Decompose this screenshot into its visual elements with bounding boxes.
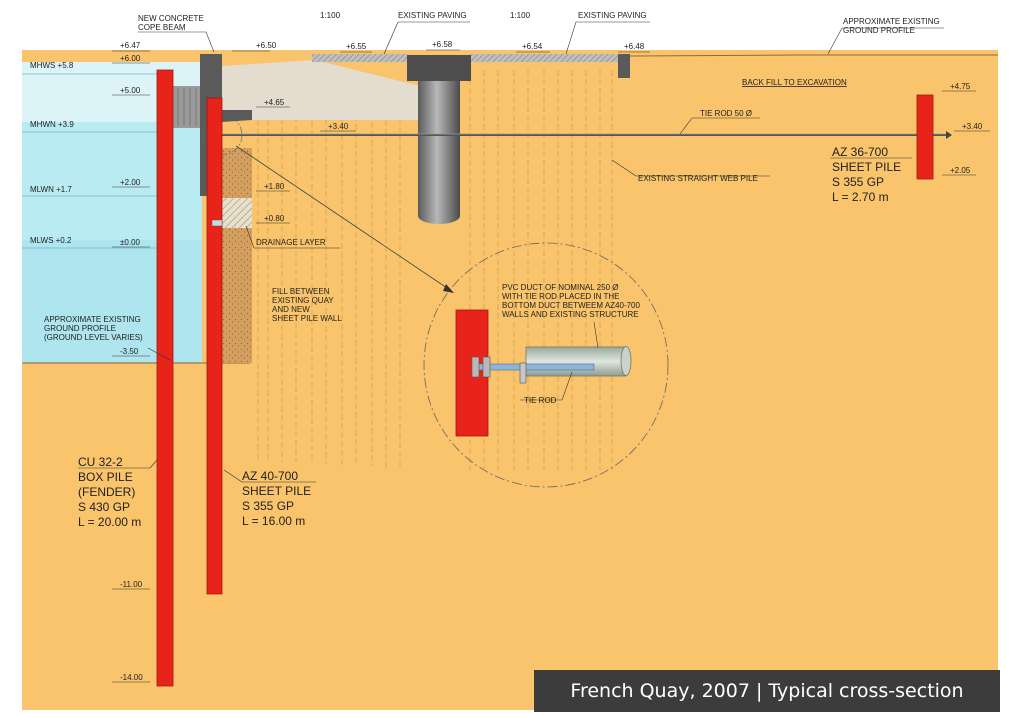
- level-654: +6.54: [522, 42, 543, 51]
- level-180: +1.80: [264, 182, 285, 191]
- existing-cylinder-pile: [418, 81, 460, 224]
- box-pile[interactable]: [156, 69, 174, 687]
- detail-leader-arrow: [443, 284, 454, 293]
- level-1400: -14.00: [120, 673, 143, 682]
- label-paving-2: EXISTING PAVING: [578, 11, 647, 20]
- level-655: +6.55: [346, 42, 367, 51]
- box-pile-label: CU 32-2 BOX PILE (FENDER) S 430 GP L = 2…: [78, 455, 158, 529]
- level-600: +6.00: [120, 54, 141, 63]
- cope-beam-block: [172, 86, 200, 128]
- ground-profile-right: [629, 54, 998, 57]
- svg-text:BOX PILE: BOX PILE: [78, 470, 133, 484]
- level-000: ±0.00: [120, 238, 141, 247]
- svg-text:L = 16.00 m: L = 16.00 m: [242, 514, 305, 528]
- detail-nut-plate: [482, 356, 491, 378]
- level-340b: +3.40: [962, 122, 983, 131]
- tide-lines: [22, 73, 160, 249]
- label-fill-3: AND NEW: [272, 305, 310, 314]
- fill-lower: [222, 228, 252, 363]
- scale-1: 1:100: [320, 11, 341, 20]
- tide-mlws: MLWS +0.2: [30, 236, 72, 245]
- svg-text:AZ 36-700: AZ 36-700: [832, 145, 888, 159]
- label-pvc-2: WITH TIE ROD PLACED IN THE: [502, 292, 620, 301]
- svg-text:SHEET PILE: SHEET PILE: [242, 484, 311, 498]
- label-ground-left-3: (GROUND LEVEL VARIES): [44, 333, 143, 342]
- level-350: -3.50: [120, 347, 139, 356]
- label-ground-left-2: GROUND PROFILE: [44, 324, 116, 333]
- detail-nut-plate-2: [471, 356, 480, 378]
- label-fill-2: EXISTING QUAY: [272, 296, 334, 305]
- label-web-pile: EXISTING STRAIGHT WEB PILE: [638, 174, 758, 183]
- label-pvc-1: PVC DUCT OF NOMINAL 250 Ø: [502, 283, 618, 292]
- caption-bar: French Quay, 2007 | Typical cross-sectio…: [534, 670, 1000, 712]
- level-markers: [112, 49, 990, 683]
- pile-cap: [407, 55, 471, 81]
- cope-beam: [200, 54, 252, 196]
- az36-sheet-pile[interactable]: [916, 94, 934, 180]
- level-205: +2.05: [950, 166, 971, 175]
- label-cope-beam-2: COPE BEAM: [138, 23, 186, 32]
- existing-paving-1: [312, 54, 408, 62]
- level-465: +4.65: [264, 98, 285, 107]
- detail-tie-rod: [475, 363, 595, 371]
- level-500: +5.00: [120, 86, 141, 95]
- label-paving-1: EXISTING PAVING: [398, 11, 467, 20]
- level-648: +6.48: [624, 42, 645, 51]
- scale-2: 1:100: [510, 11, 531, 20]
- existing-web-piles: [257, 70, 613, 470]
- paving-slab-right: [618, 54, 630, 78]
- label-backfill: BACK FILL TO EXCAVATION: [742, 78, 847, 87]
- level-658: +6.58: [432, 40, 453, 49]
- svg-text:S 355 GP: S 355 GP: [242, 499, 294, 513]
- svg-text:S 355 GP: S 355 GP: [832, 175, 884, 189]
- cope-beam-ribs: [177, 88, 197, 126]
- tide-mhws: MHWS +5.8: [30, 61, 74, 70]
- az36-pile-label: AZ 36-700 SHEET PILE S 355 GP L = 2.70 m: [830, 145, 912, 204]
- label-pvc-3: BOTTOM DUCT BETWEEM AZ40-700: [502, 301, 641, 310]
- svg-text:AZ 40-700: AZ 40-700: [242, 469, 298, 483]
- detail-pvc-duct: [525, 346, 627, 377]
- svg-text:S 430 GP: S 430 GP: [78, 500, 130, 514]
- label-pvc-4: WALLS AND EXISTING STRUCTURE: [502, 310, 639, 319]
- label-ground-right-2: GROUND PROFILE: [843, 26, 915, 35]
- detail-pvc-duct-end: [620, 346, 632, 376]
- drain-outlet: [211, 219, 223, 227]
- level-650: +6.50: [256, 41, 277, 50]
- cope-beam-light: [222, 60, 420, 120]
- svg-text:(FENDER): (FENDER): [78, 485, 135, 499]
- az40-pile-label: AZ 40-700 SHEET PILE S 355 GP L = 16.00 …: [223, 469, 316, 528]
- label-tie-rod-50: TIE ROD 50 Ø: [700, 109, 752, 118]
- tide-mhwn: MHWN +3.9: [30, 120, 74, 129]
- label-cope-beam-1: NEW CONCRETE: [138, 14, 204, 23]
- level-080: +0.80: [264, 214, 285, 223]
- tide-mlwn: MLWN +1.7: [30, 185, 72, 194]
- label-drainage: DRAINAGE LAYER: [256, 238, 326, 247]
- tie-rod-end-arrow: [946, 131, 952, 139]
- svg-text:L = 20.00 m: L = 20.00 m: [78, 515, 141, 529]
- level-1100: -11.00: [120, 580, 143, 589]
- label-tie-rod-detail: TIE ROD: [524, 396, 557, 405]
- label-fill-4: SHEET PILE WALL: [272, 314, 342, 323]
- caption-text: French Quay, 2007 | Typical cross-sectio…: [570, 680, 964, 702]
- svg-text:L = 2.70 m: L = 2.70 m: [832, 190, 889, 204]
- level-475: +4.75: [950, 82, 971, 91]
- level-647: +6.47: [120, 41, 141, 50]
- svg-text:CU 32-2: CU 32-2: [78, 455, 123, 469]
- detail-leader: [235, 145, 451, 291]
- detail-washer: [519, 362, 527, 384]
- label-ground-right-1: APPROXIMATE EXISTING: [843, 17, 940, 26]
- existing-paving-2: [470, 54, 618, 62]
- drainage-layer: [222, 198, 252, 228]
- detail-circle: [423, 242, 669, 488]
- level-200: +2.00: [120, 178, 141, 187]
- water-lower-band: [22, 240, 202, 363]
- az40-sheet-pile[interactable]: [206, 97, 223, 595]
- svg-text:SHEET PILE: SHEET PILE: [832, 160, 901, 174]
- leader-lines: [138, 21, 944, 401]
- label-fill-1: FILL BETWEEN: [272, 287, 330, 296]
- level-340a: +3.40: [328, 122, 349, 131]
- label-ground-left-1: APPROXIMATE EXISTING: [44, 315, 141, 324]
